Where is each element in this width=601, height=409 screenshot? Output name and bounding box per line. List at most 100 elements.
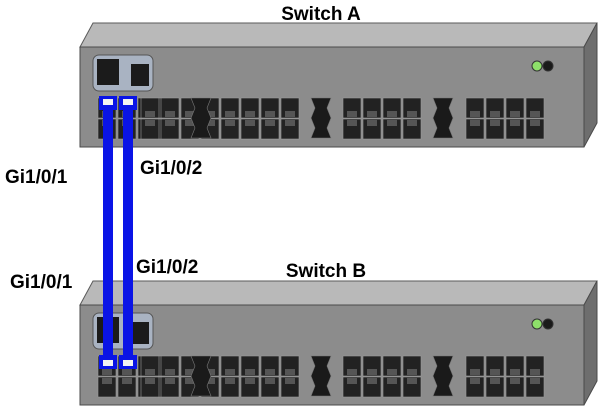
port-latch: [165, 111, 175, 117]
switch-b: [79, 280, 598, 406]
chassis-side: [583, 22, 598, 148]
switch-b-label: Switch B: [286, 261, 366, 282]
port-latch: [145, 120, 155, 126]
cables: [99, 96, 137, 369]
port-latch: [185, 120, 195, 126]
port-latch: [387, 369, 397, 375]
port-latch: [510, 378, 520, 384]
port-latch: [265, 111, 275, 117]
port-latch: [185, 378, 195, 384]
cable-gi1-0-1: [103, 98, 113, 366]
sfp-uplink-port: [310, 97, 332, 139]
port-latch: [165, 369, 175, 375]
port-latch: [387, 111, 397, 117]
sfp-uplink-port: [310, 355, 332, 397]
port-latch: [265, 378, 275, 384]
port-latch: [265, 120, 275, 126]
port-latch: [205, 111, 215, 117]
port-latch: [490, 111, 500, 117]
port-latch: [102, 369, 112, 375]
port-latch: [347, 378, 357, 384]
port-latch: [285, 378, 295, 384]
port-label-b-gi1-0-1: Gi1/0/1: [10, 272, 73, 293]
port-latch: [145, 369, 155, 375]
port-latch: [530, 378, 540, 384]
port-latch: [145, 111, 155, 117]
port-latch: [347, 111, 357, 117]
chassis-side: [583, 280, 598, 406]
port-latch: [225, 120, 235, 126]
port-latch: [367, 120, 377, 126]
status-led-off: [542, 318, 554, 330]
chassis-top: [79, 22, 598, 48]
console-port: [97, 59, 119, 85]
sfp-uplink-port: [432, 355, 454, 397]
switch-a-label: Switch A: [281, 4, 361, 25]
port-latch: [490, 369, 500, 375]
port-latch: [285, 369, 295, 375]
port-latch: [530, 120, 540, 126]
port-latch: [470, 369, 480, 375]
port-latch: [225, 378, 235, 384]
mgmt-port: [131, 322, 149, 344]
port-label-a-gi1-0-1: Gi1/0/1: [5, 167, 68, 188]
port-label-a-gi1-0-2: Gi1/0/2: [140, 158, 202, 179]
chassis-top: [79, 280, 598, 306]
port-latch: [122, 378, 132, 384]
status-led-green: [531, 318, 543, 330]
port-latch: [407, 378, 417, 384]
port-latch: [122, 369, 132, 375]
port-latch: [367, 378, 377, 384]
port-latch: [510, 369, 520, 375]
port-latch: [470, 378, 480, 384]
status-led-off: [542, 60, 554, 72]
cable-gi1-0-1-plug-top: [103, 99, 113, 105]
port-latch: [205, 378, 215, 384]
port-latch: [387, 120, 397, 126]
port-latch: [285, 111, 295, 117]
port-latch: [347, 369, 357, 375]
port-latch: [510, 111, 520, 117]
cable-gi1-0-2: [123, 98, 133, 366]
port-latch: [285, 120, 295, 126]
port-latch: [185, 111, 195, 117]
port-latch: [245, 120, 255, 126]
port-latch: [470, 120, 480, 126]
port-latch: [205, 369, 215, 375]
port-latch: [225, 369, 235, 375]
port-latch: [490, 378, 500, 384]
port-latch: [367, 369, 377, 375]
port-latch: [347, 120, 357, 126]
sfp-uplink-port: [190, 97, 212, 139]
port-latch: [407, 120, 417, 126]
switch-a: [79, 22, 598, 148]
sfp-uplink-port: [190, 355, 212, 397]
port-latch: [165, 120, 175, 126]
port-latch: [245, 378, 255, 384]
status-led-green: [531, 60, 543, 72]
port-latch: [367, 111, 377, 117]
port-latch: [407, 369, 417, 375]
sfp-uplink-port: [432, 97, 454, 139]
port-latch: [185, 369, 195, 375]
port-label-b-gi1-0-2: Gi1/0/2: [136, 257, 198, 278]
port-latch: [265, 369, 275, 375]
port-latch: [407, 111, 417, 117]
cable-gi1-0-2-plug-top: [123, 99, 133, 105]
port-latch: [205, 120, 215, 126]
port-latch: [530, 111, 540, 117]
port-latch: [145, 378, 155, 384]
port-latch: [245, 111, 255, 117]
port-latch: [510, 120, 520, 126]
mgmt-port: [131, 64, 149, 86]
port-latch: [530, 369, 540, 375]
port-latch: [245, 369, 255, 375]
port-latch: [225, 111, 235, 117]
port-latch: [165, 378, 175, 384]
port-latch: [387, 378, 397, 384]
port-latch: [102, 378, 112, 384]
port-latch: [490, 120, 500, 126]
cable-gi1-0-1-plug-bottom: [103, 360, 113, 366]
port-latch: [470, 111, 480, 117]
